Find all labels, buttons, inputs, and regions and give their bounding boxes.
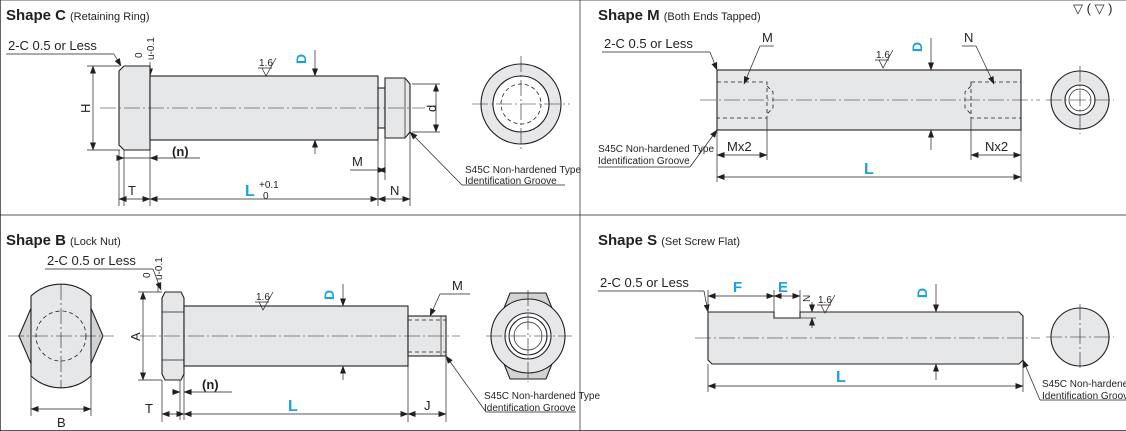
shape-s-dim-E: E xyxy=(778,279,788,296)
shape-b-dim-n: (n) xyxy=(202,377,219,392)
shape-c-chamfer-label: 2-C 0.5 or Less xyxy=(8,38,97,53)
shape-b-dim-D: D xyxy=(321,290,337,300)
shape-c-dim-M: M xyxy=(352,154,363,169)
shape-m-note-1: S45C Non-hardened Type xyxy=(598,144,714,155)
shape-c-panel: Shape C(Retaining Ring) 2-C 0.5 or Less … xyxy=(6,7,581,206)
shape-s-dim-D: D xyxy=(914,288,930,298)
shape-m-dim-M: M xyxy=(762,30,773,45)
shape-m-dim-L: L xyxy=(864,161,874,178)
shape-m-title: Shape M(Both Ends Tapped) xyxy=(598,7,761,24)
shape-b-dim-A: A xyxy=(128,332,143,341)
shape-b-note-2: Identification Groove xyxy=(484,403,576,414)
shape-m-dim-Nx2: Nx2 xyxy=(985,139,1008,154)
shape-c-note-1: S45C Non-hardened Type xyxy=(465,165,581,176)
shape-m-roughness: 1.6 xyxy=(876,50,890,61)
shape-s-chamfer-label: 2-C 0.5 or Less xyxy=(600,275,689,290)
shape-c-dim-N: N xyxy=(390,183,399,198)
shape-c-dim-n: (n) xyxy=(172,144,189,159)
shape-b-panel: Shape B(Lock Nut) 2-C 0.5 or Less 0 u-0.… xyxy=(6,232,600,430)
shape-m-corner-symbol: ▽ ( ▽ ) xyxy=(1073,1,1113,16)
shape-b-dim-L: L xyxy=(288,398,298,415)
shape-c-tol-lower: u-0.1 xyxy=(146,37,157,60)
shape-c-dim-H: H xyxy=(78,104,93,113)
shape-s-dim-L: L xyxy=(836,369,846,386)
shape-m-end-view xyxy=(1046,66,1114,134)
shape-m-note-2: Identification Groove xyxy=(598,156,690,167)
shape-b-tol-upper: 0 xyxy=(142,272,153,278)
shape-c-title: Shape C(Retaining Ring) xyxy=(6,7,150,24)
shape-m-dim-D: D xyxy=(909,42,925,52)
shape-s-end-view xyxy=(1046,304,1114,370)
shape-c-dim-L-tol-low: 0 xyxy=(263,191,269,202)
shape-b-title: Shape B(Lock Nut) xyxy=(6,232,121,249)
shape-b-chamfer-label: 2-C 0.5 or Less xyxy=(47,253,136,268)
shape-c-dim-d: d xyxy=(424,105,439,112)
shape-m-chamfer-label: 2-C 0.5 or Less xyxy=(604,36,693,51)
shape-b-dim-B: B xyxy=(57,415,66,430)
shape-s-note-2: Identification Groove xyxy=(1042,391,1126,402)
shape-b-end-view xyxy=(486,290,572,382)
shape-c-dim-D: D xyxy=(293,54,309,64)
shape-s-panel: Shape S(Set Screw Flat) 2-C 0.5 or Less … xyxy=(598,232,1126,402)
shape-m-dim-Mx2: Mx2 xyxy=(727,139,752,154)
shape-s-title: Shape S(Set Screw Flat) xyxy=(598,232,740,249)
shape-c-dim-L-tol-up: +0.1 xyxy=(259,180,279,191)
shape-s-dim-F: F xyxy=(733,279,742,296)
shape-b-tol-lower: u-0.1 xyxy=(154,257,165,280)
shape-m-dim-N: N xyxy=(964,30,973,45)
shape-c-dim-T: T xyxy=(128,183,136,198)
shape-b-dim-T: T xyxy=(145,401,153,416)
shape-c-note-2: Identification Groove xyxy=(465,176,557,187)
shape-s-roughness: 1.6 xyxy=(818,295,832,306)
shape-b-side-view: B xyxy=(8,283,114,430)
shape-c-tol-upper: 0 xyxy=(134,52,145,58)
shape-b-dim-J: J xyxy=(424,398,431,413)
shape-b-roughness: 1.6 xyxy=(256,292,270,303)
shape-b-dim-M: M xyxy=(452,278,463,293)
shape-b-note-1: S45C Non-hardened Type xyxy=(484,391,600,402)
shape-c-dim-L: L xyxy=(245,183,255,200)
shape-m-panel: Shape M(Both Ends Tapped) ▽ ( ▽ ) 2-C 0.… xyxy=(598,1,1114,182)
shape-c-end-view xyxy=(472,56,570,152)
shape-s-note-1: S45C Non-hardened Type xyxy=(1042,379,1126,390)
shape-s-dim-N: N xyxy=(802,295,813,302)
shape-c-roughness: 1.6 xyxy=(259,58,273,69)
